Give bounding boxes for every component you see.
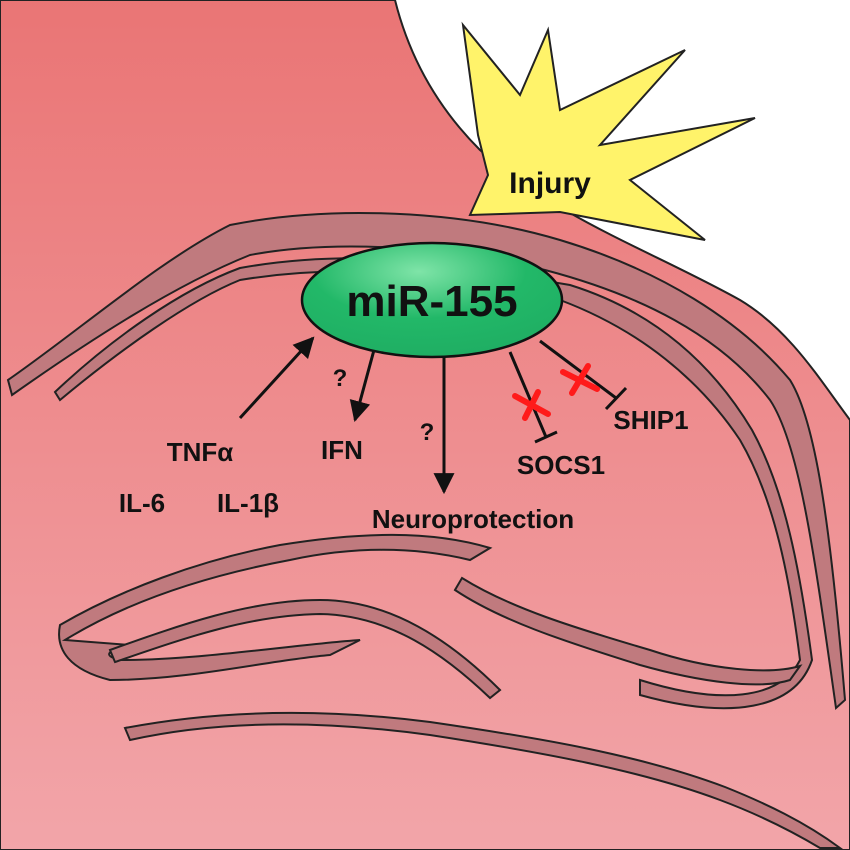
ship1-inhibition-bar (604, 386, 628, 411)
injury-burst-shape (461, 21, 756, 241)
injury-burst: Injury (461, 21, 756, 241)
mir155-node: miR-155 (300, 241, 564, 359)
lower-fold (123, 711, 844, 849)
mir155-socs1-inhibition-line (508, 351, 548, 438)
il6-label: IL-6 (119, 488, 165, 518)
block-marks (512, 363, 600, 421)
neuroprotection-question-mark: ? (420, 419, 435, 446)
neuroprotection-label: Neuroprotection (372, 504, 574, 534)
mir155-to-ifn-arrow (349, 349, 376, 423)
socs1-inhibition-bar (534, 430, 558, 444)
connections (238, 336, 628, 495)
mir155-label: miR-155 (346, 277, 517, 326)
outer-fold (6, 212, 847, 710)
ridge-fold (108, 598, 502, 700)
mir155-ship1-inhibition-line (539, 339, 617, 400)
ifn-question-mark: ? (333, 365, 348, 392)
tnf-alpha-label: TNFα (167, 437, 234, 467)
dentate-fold (453, 576, 803, 686)
tissue-folds (6, 212, 847, 849)
injury-label: Injury (509, 167, 591, 200)
socs1-block-x-icon (512, 389, 551, 421)
ifn-label: IFN (321, 435, 363, 465)
ship1-block-x-icon (560, 363, 600, 396)
tnf-to-mir155-arrow (238, 336, 315, 420)
ship1-label: SHIP1 (613, 405, 688, 435)
socs1-label: SOCS1 (517, 450, 605, 480)
curled-fold (58, 533, 493, 682)
il1-beta-label: IL-1β (217, 488, 279, 518)
